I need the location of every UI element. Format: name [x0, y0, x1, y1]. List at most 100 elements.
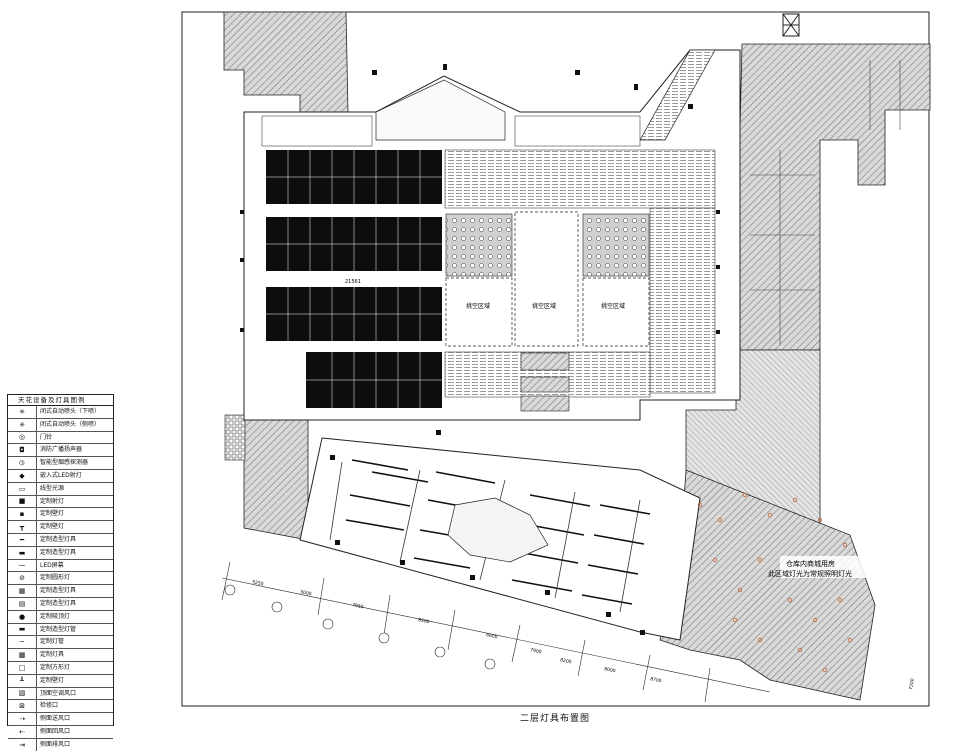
escalator-1: [520, 352, 570, 371]
legend-row: ▬定制造型灯管: [8, 623, 113, 637]
side-dim: 7200: [908, 678, 916, 690]
zone-label-left: 挑空区域: [466, 302, 490, 310]
strip-light-2-icon: ▤: [8, 597, 37, 610]
drawing-title: 二层灯具布置图: [520, 714, 591, 724]
legend-label: 侧面送风口: [40, 715, 71, 723]
legend-label: 闭式自动喷头（侧喷）: [40, 420, 101, 428]
escalator-3: [520, 395, 570, 412]
side-return-icon: ⇠: [8, 725, 37, 738]
center-plaza: [447, 497, 549, 563]
axis-dim-1: 5250: [252, 579, 265, 587]
floor-plan-drawing: 挑空区域 挑空区域 挑空区域 21561: [181, 11, 931, 707]
hatched-block-right: [739, 43, 931, 351]
legend-label: 定制造型灯具: [40, 587, 77, 595]
zone-label-center: 挑空区域: [532, 302, 556, 310]
fixture-icon: ▩: [8, 649, 37, 661]
zone-label-right: 挑空区域: [601, 302, 625, 310]
legend-label: 定制造型灯具: [40, 548, 77, 556]
axis-dim-4: 8500: [418, 617, 431, 625]
scattered-fixtures: [240, 64, 720, 635]
legend-label: 门铃: [40, 433, 53, 441]
legend-row: ◆嵌入式LED射灯: [8, 469, 113, 483]
note-line-1: 仓库内商城用房: [786, 559, 835, 568]
legend-label: 定制壁灯: [40, 523, 65, 531]
legend-row: ⇢侧面送风口: [8, 713, 113, 726]
smoke-vent-icon: ◎: [8, 431, 37, 444]
axis-dim-7: 8200: [560, 657, 573, 665]
legend-label: 智能型烟感探测器: [40, 459, 89, 467]
axis-dim-9: 8700: [650, 676, 663, 684]
smoke-detector-icon: ⦶: [8, 457, 37, 469]
spotlight-icon: ■: [8, 495, 37, 508]
legend-row: ■定制射灯: [8, 495, 113, 509]
legend-row: ▩定制灯具: [8, 649, 113, 662]
side-supply-icon: ⇢: [8, 713, 37, 725]
strip-light-icon: ▦: [8, 585, 37, 597]
void-right: [582, 277, 650, 347]
accent-lights: [697, 492, 853, 673]
legend-row: ─定制灯管: [8, 636, 113, 650]
slat-ceiling-right: [649, 207, 716, 394]
slat-ceiling-top: [444, 149, 716, 209]
axis-dim-2: 5000: [300, 589, 313, 597]
legend-table: 天花设备及灯具图例 ✳闭式自动喷头（下喷）✳闭式自动喷头（侧喷）◎门铃◘消防广播…: [7, 394, 114, 751]
fixture-block-gridlines: [266, 150, 442, 408]
axis-dim-6: 7900: [530, 647, 543, 655]
roof-triangle: [375, 79, 506, 141]
tube-light-icon: ▬: [8, 623, 37, 636]
dimension-axis: [221, 561, 771, 703]
legend-row: ✳闭式自动喷头（侧喷）: [8, 418, 113, 432]
legend-label: 顶面空调风口: [40, 689, 77, 697]
legend-row: ┸定制壁灯: [8, 674, 113, 688]
legend-row: ◘消防广播扬声器: [8, 444, 113, 458]
round-ceiling-icon: ⊘: [8, 572, 37, 585]
dimension-label: 21561: [345, 279, 361, 285]
legend-row: ▧顶面空调风口: [8, 687, 113, 701]
square-light-icon: □: [8, 661, 37, 674]
access-panel-icon: ⊠: [8, 700, 37, 713]
legend-row: □定制方形灯: [8, 661, 113, 675]
top-corridor: [261, 115, 373, 147]
legend-label: 定制造型灯具: [40, 599, 77, 607]
legend-row: ▭线型光源: [8, 482, 113, 496]
legend-label: 定制方形灯: [40, 663, 71, 671]
sprinkler-side-icon: ✳: [8, 418, 37, 431]
dot-panel-left: [445, 213, 513, 277]
note-line-2: 此区域灯光为常规照明灯光: [768, 569, 852, 578]
side-exhaust-icon: ⇥: [8, 738, 37, 751]
atrium-voids: [445, 211, 650, 347]
legend-row: ●定制吸顶灯: [8, 610, 113, 624]
axis-dim-5: 6600: [486, 632, 499, 640]
custom-lamp-icon: ━: [8, 533, 37, 546]
legend-label: 定制灯管: [40, 638, 65, 646]
pendant-icon: ●: [8, 610, 37, 623]
legend-label: 消防广播扬声器: [40, 446, 83, 454]
legend-label: 侧面回风口: [40, 727, 71, 735]
legend-label: 线型光源: [40, 484, 65, 492]
legend-row: ▦定制造型灯具: [8, 585, 113, 598]
escalator-2: [520, 376, 570, 393]
wall-light-2-icon: ┳: [8, 521, 37, 533]
legend-row: ┳定制壁灯: [8, 521, 113, 534]
legend-label: 定制吸顶灯: [40, 612, 71, 620]
void-center: [514, 211, 579, 347]
legend-row: ▪定制壁灯: [8, 508, 113, 522]
speaker-icon: ◘: [8, 444, 37, 457]
linear-light-icon: ▭: [8, 482, 37, 495]
legend-row: ▤定制造型灯具: [8, 597, 113, 611]
legend-rows: ✳闭式自动喷头（下喷）✳闭式自动喷头（侧喷）◎门铃◘消防广播扬声器⦶智能型烟感探…: [8, 406, 113, 751]
legend-title: 天花设备及灯具图例: [8, 395, 113, 406]
dot-panel-right: [582, 213, 650, 277]
legend-row: —LED屏幕: [8, 559, 113, 573]
sheet-frame: [181, 11, 930, 707]
legend-label: LED屏幕: [40, 561, 64, 569]
legend-label: 定制射灯: [40, 497, 65, 505]
note-box: [780, 556, 870, 578]
legend-label: 定制造型灯具: [40, 535, 77, 543]
axis-dim-3: 7950: [352, 602, 365, 610]
legend-label: 定制造型灯管: [40, 625, 77, 633]
tube-light-2-icon: ─: [8, 636, 37, 649]
legend-row: ⇠侧面回风口: [8, 725, 113, 739]
legend-label: 检修口: [40, 702, 59, 710]
legend-row: ⊠检修口: [8, 700, 113, 714]
